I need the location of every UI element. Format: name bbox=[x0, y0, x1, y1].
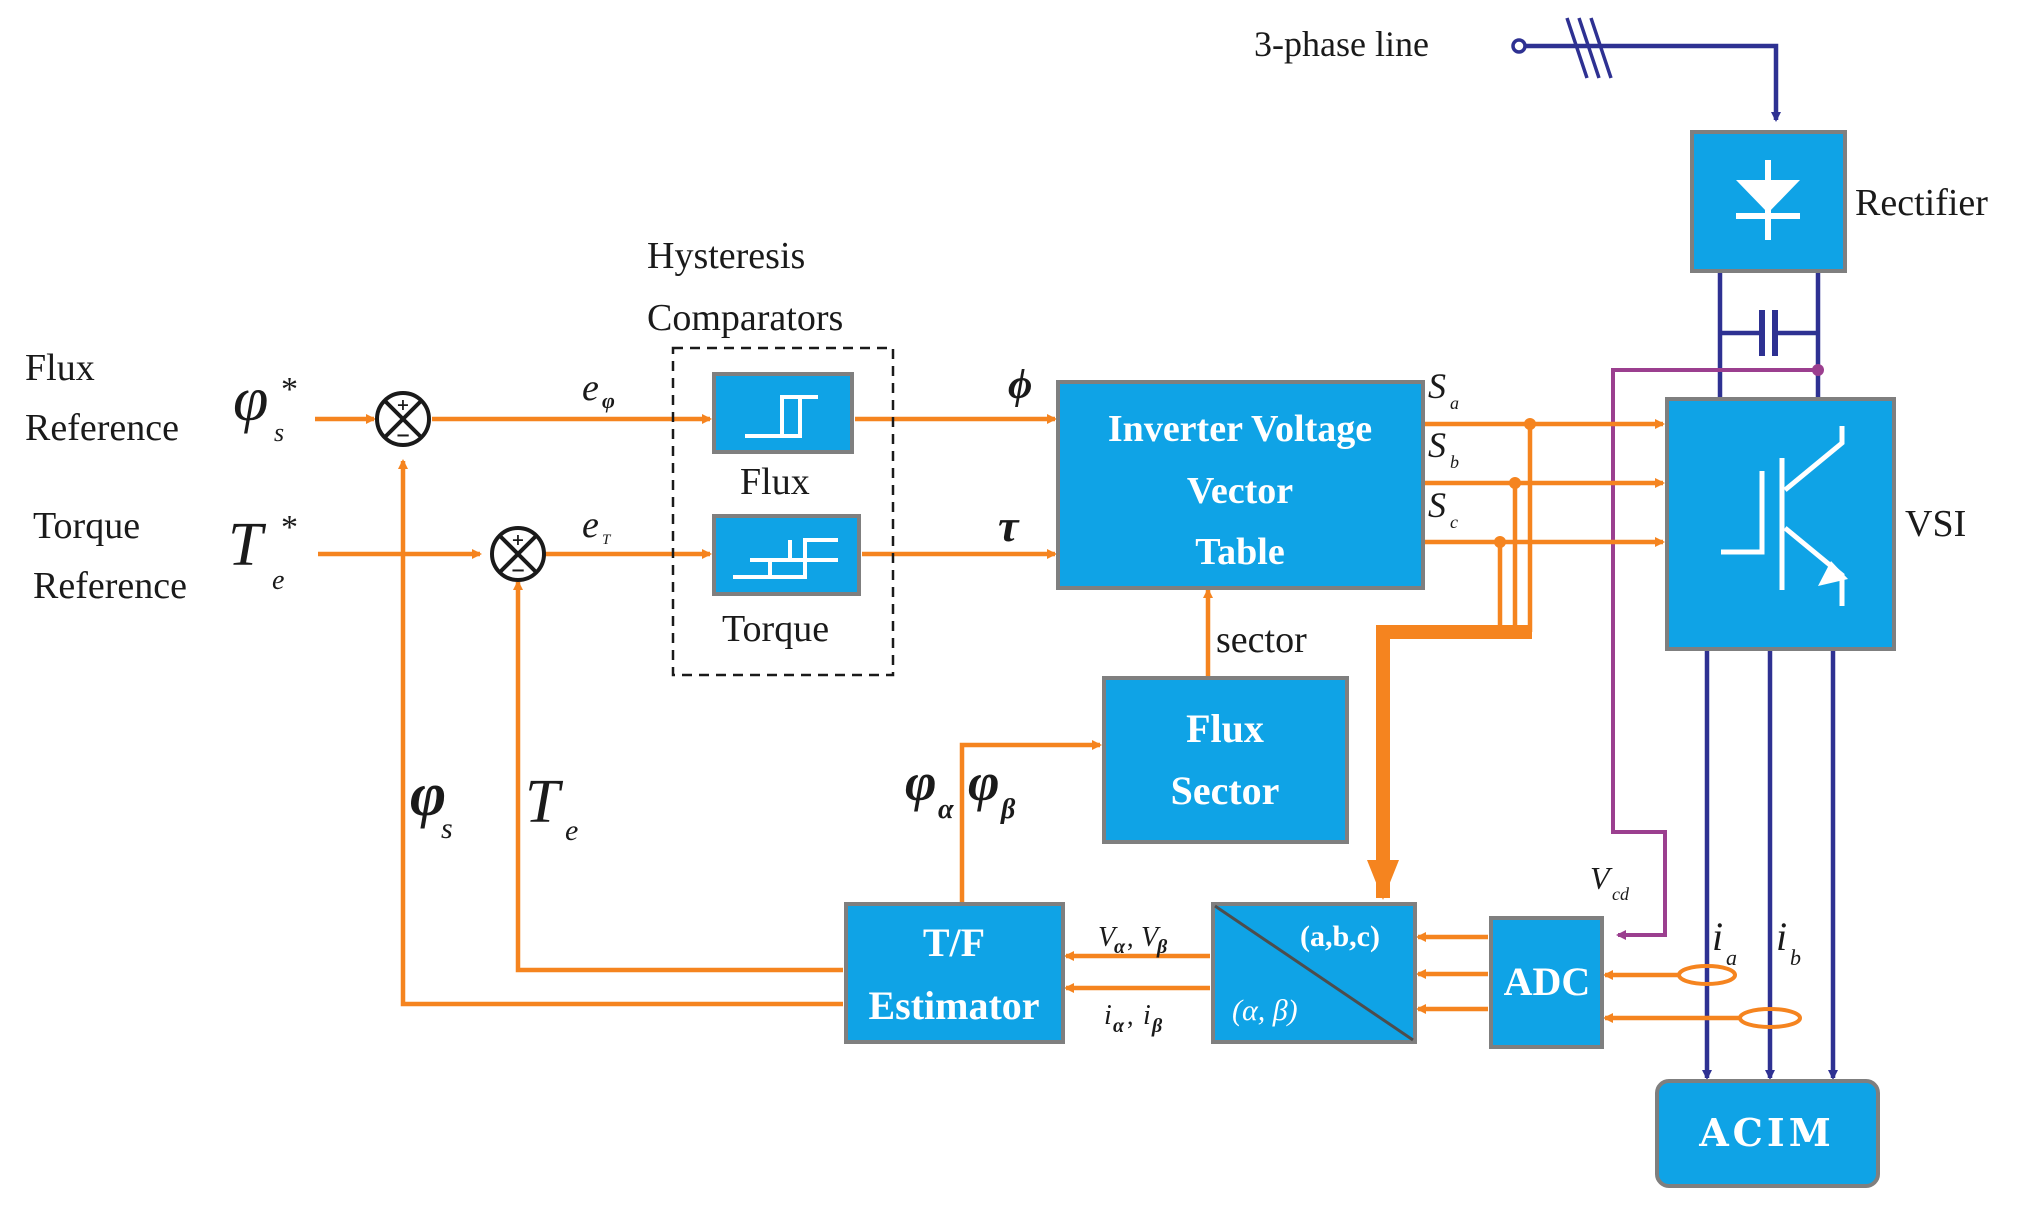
hysteresis-title-line1: Hysteresis bbox=[647, 235, 805, 277]
current-alpha-beta-label: i α , i β bbox=[1104, 1000, 1163, 1037]
torque-hysteresis-block bbox=[712, 514, 861, 596]
v-alpha-sub: α bbox=[1114, 936, 1126, 958]
dc-voltage-label: V bbox=[1590, 860, 1613, 896]
flux-hysteresis-block bbox=[712, 372, 854, 454]
summer-minus: − bbox=[395, 425, 410, 446]
source-terminal bbox=[1511, 38, 1527, 54]
switch-a-sub: a bbox=[1450, 393, 1459, 413]
adc-block bbox=[1489, 916, 1604, 1049]
dc-voltage-sub: cd bbox=[1612, 884, 1630, 904]
flux-beta-symbol: φ bbox=[968, 752, 1000, 812]
switch-b-label: S bbox=[1428, 425, 1446, 465]
voltage-vector-table-block bbox=[1056, 380, 1425, 590]
current-a-label: i bbox=[1712, 914, 1723, 959]
voltage-alpha-beta-label: V α , V β bbox=[1098, 922, 1168, 958]
torque-feedback-symbol: T bbox=[525, 768, 564, 836]
current-sensor-b bbox=[1738, 1007, 1802, 1029]
i-sep: , bbox=[1127, 1001, 1134, 1030]
flux-magnitude-sub: s bbox=[441, 812, 453, 845]
flux-hysteresis-icon bbox=[745, 395, 818, 438]
switch-b-sub: b bbox=[1450, 452, 1459, 472]
torque-reference-sup: * bbox=[281, 509, 298, 546]
hysteresis-torque-label: Torque bbox=[722, 608, 829, 650]
flux-magnitude-symbol: φ bbox=[410, 761, 446, 829]
flux-sector-line1: Flux bbox=[1186, 706, 1264, 751]
source-label: 3-phase line bbox=[1254, 24, 1429, 64]
switch-a-label: S bbox=[1428, 366, 1446, 406]
dc-voltage-sense bbox=[1611, 364, 1824, 940]
table-flux-input-label: ϕ bbox=[1008, 362, 1032, 408]
switch-c-label: S bbox=[1428, 485, 1446, 525]
torque-reference-label-line2: Reference bbox=[33, 565, 187, 607]
summer-plus: + bbox=[396, 395, 409, 414]
vsi-block bbox=[1665, 397, 1896, 651]
current-b-label: i bbox=[1776, 914, 1787, 959]
summer-minus: − bbox=[510, 560, 525, 581]
i-beta-label: i bbox=[1143, 1000, 1151, 1031]
motor-label: ACIM bbox=[1698, 1110, 1835, 1155]
adc-label: ADC bbox=[1504, 959, 1591, 1004]
transform-alphabeta-label: (α, β) bbox=[1232, 994, 1298, 1027]
transform-abc-label: (a,b,c) bbox=[1300, 920, 1380, 953]
torque-reference-sub: e bbox=[272, 565, 284, 596]
torque-error-label: e bbox=[582, 504, 599, 546]
dc-link-capacitor-icon bbox=[1720, 310, 1818, 356]
i-beta-sub: β bbox=[1151, 1015, 1163, 1037]
igbt-emitter-arrow-icon bbox=[1818, 561, 1848, 586]
sector-label: sector bbox=[1216, 619, 1307, 661]
i-alpha-sub: α bbox=[1113, 1015, 1125, 1037]
tf-estimator-block bbox=[844, 902, 1065, 1044]
current-sensor-a bbox=[1677, 964, 1737, 986]
torque-feedback-sub: e bbox=[565, 814, 578, 847]
flux-summer: + − bbox=[375, 391, 431, 447]
flux-reference-symbol: φ bbox=[233, 363, 268, 434]
flux-alpha-symbol: φ bbox=[905, 752, 937, 812]
hysteresis-group-border bbox=[671, 346, 895, 677]
hysteresis-title-line2: Comparators bbox=[647, 297, 843, 339]
torque-error-sub: T bbox=[602, 532, 612, 548]
flux-sector-line2: Sector bbox=[1171, 768, 1280, 813]
flux-reference-sup: * bbox=[281, 371, 298, 408]
flux-error-label: e bbox=[582, 367, 599, 409]
current-a-sub: a bbox=[1726, 945, 1737, 970]
v-beta-label: V bbox=[1141, 922, 1161, 953]
signal-lines bbox=[315, 414, 1740, 1023]
diode-icon bbox=[1736, 160, 1800, 240]
current-b-sub: b bbox=[1790, 945, 1801, 970]
torque-summer: + − bbox=[490, 526, 546, 582]
v-alpha-label: V bbox=[1098, 922, 1118, 953]
table-title-line2: Vector bbox=[1187, 470, 1293, 512]
flux-reference-label-line1: Flux bbox=[25, 347, 95, 389]
vsi-label: VSI bbox=[1905, 503, 1966, 545]
estimator-line1: T/F bbox=[923, 920, 985, 965]
rectifier-label: Rectifier bbox=[1855, 182, 1988, 224]
flux-beta-sub: β bbox=[1000, 794, 1016, 825]
flux-error-sub: φ bbox=[602, 388, 615, 413]
table-torque-input-label: τ bbox=[998, 500, 1020, 551]
rectifier-block bbox=[1690, 130, 1847, 273]
flux-reference-sub: s bbox=[274, 418, 284, 447]
table-title-line3: Table bbox=[1195, 531, 1284, 573]
flux-alpha-sub: α bbox=[938, 794, 954, 825]
table-title-line1: Inverter Voltage bbox=[1108, 408, 1372, 450]
torque-hysteresis-icon bbox=[733, 538, 838, 579]
i-alpha-label: i bbox=[1104, 1000, 1112, 1031]
switch-c-sub: c bbox=[1450, 512, 1458, 532]
v-beta-sub: β bbox=[1156, 936, 1168, 958]
v-sep: , bbox=[1127, 923, 1134, 952]
flux-reference-label-line2: Reference bbox=[25, 407, 179, 449]
summer-plus: + bbox=[511, 530, 524, 549]
motor-block bbox=[1655, 1079, 1880, 1188]
power-path bbox=[1511, 17, 1838, 1080]
flux-sector-block bbox=[1102, 676, 1349, 844]
hysteresis-flux-label: Flux bbox=[740, 461, 810, 503]
torque-reference-label-line1: Torque bbox=[33, 505, 140, 547]
coordinate-transform-block bbox=[1211, 902, 1417, 1044]
estimator-line2: Estimator bbox=[868, 983, 1039, 1028]
three-phase-ticks bbox=[1565, 17, 1613, 79]
torque-reference-symbol: T bbox=[228, 511, 267, 579]
